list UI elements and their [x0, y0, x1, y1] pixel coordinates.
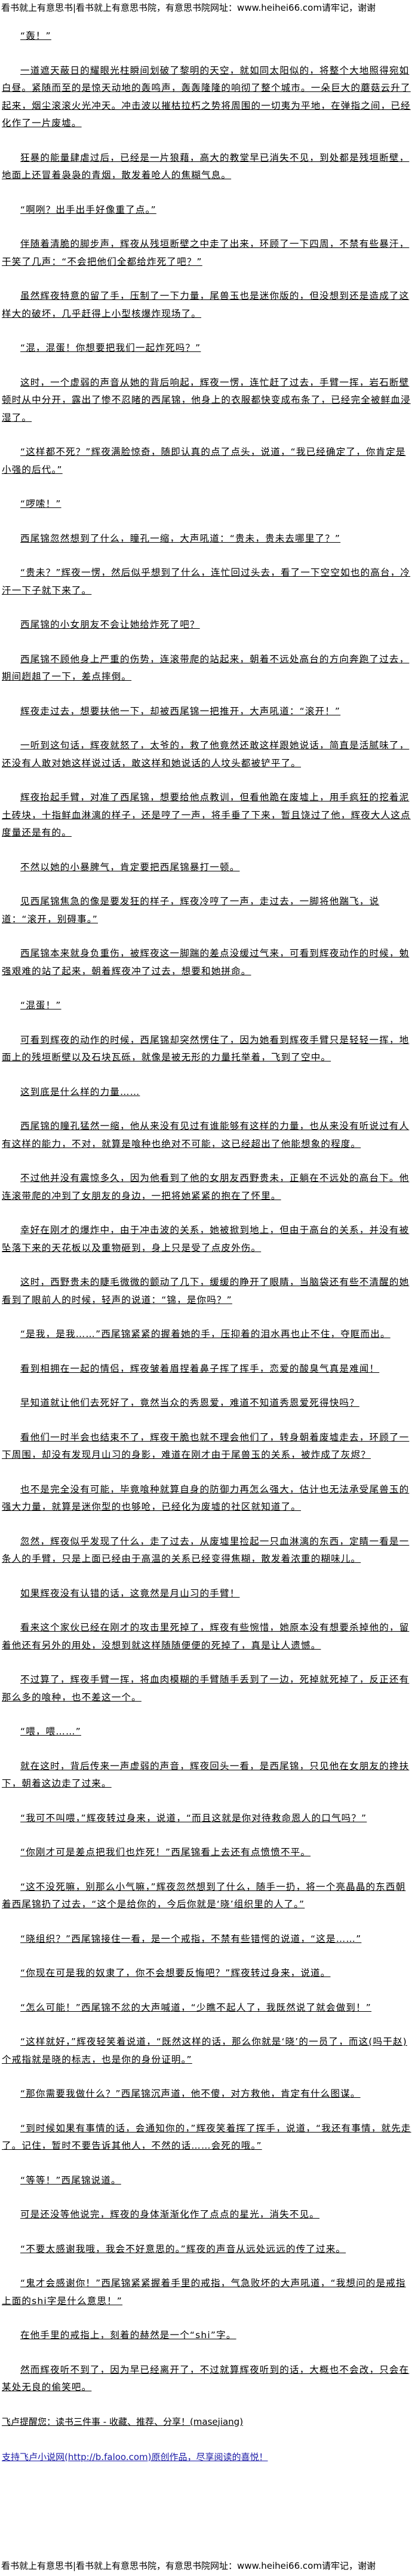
chapter-paragraph: “轰！”	[20, 30, 51, 41]
chapter-paragraph: “怎么可能！”西尾锦不忿的大声喊道，“少瞧不起人了，我既然说了就会做到！”	[20, 2002, 372, 2013]
chapter-paragraph: “啊咧？出手出手好像重了点。”	[20, 204, 156, 215]
chapter-paragraph: 这时，西野贵未的睫毛微微的颤动了几下，缓缓的睁开了眼睛，当脑袋还有些不清醒的她看…	[2, 1277, 410, 1305]
chapter-paragraph: 不过他并没有震惊多久，因为他看到了他的女朋友西野贵未，正躺在不远处的高台下。他连…	[2, 1173, 410, 1201]
chapter-paragraph: 西尾锦的小女朋友不会让她给炸死了吧？	[20, 619, 200, 630]
chapter-paragraph: 西尾锦不顾他身上严重的伤势，连滚带爬的站起来，朝着不远处高台的方向奔跑了过去，期…	[2, 653, 410, 683]
chapter-paragraph: “我可不叫喂，”辉夜转过身来，说道，“而且这就是你对待救命恩人的口气吗？”	[20, 1812, 367, 1824]
chapter-content: “轰！” 一道遮天蔽日的耀眼光柱瞬间划破了黎明的天空，就如同太阳似的，将整个大地照…	[0, 16, 418, 2397]
chapter-notes: 飞卢提醒您：读书三件事 - 收藏、推荐、分享！(masejiang) 支持飞卢小…	[0, 2413, 418, 2466]
chapter-paragraph: “这不没死嘛，别那么小气嘛，”辉夜忽然想到了什么，随手一扔，将一个亮晶晶的东西朝…	[2, 1881, 406, 1910]
chapter-paragraph: 看到相拥在一起的情侣，辉夜皱着眉捏着鼻子挥了挥手，恋爱的酸臭气真是难闻！	[20, 1363, 380, 1374]
chapter-paragraph: 这到底是什么样的力量……	[20, 1086, 140, 1097]
faloo-support-link[interactable]: 支持飞卢小说网(http://b.faloo.com)原创作品，尽享阅读的喜悦！	[2, 2451, 268, 2462]
chapter-paragraph: 西尾锦忽然想到了什么，瞳孔一缩，大声吼道：“贵未，贵未去哪里了？”	[20, 533, 341, 544]
chapter-paragraph: “那你需要我做什么？”西尾锦沉声道，他不傻，对方救他，肯定有什么图谋。	[20, 2088, 361, 2099]
reading-reminder: 飞卢提醒您：读书三件事 - 收藏、推荐、分享！(masejiang)	[2, 2416, 244, 2427]
site-banner: 看书就上有意思书|看书就上有意思书院，有意思书院网址：www.heihei66.…	[1, 2, 376, 13]
chapter-paragraph: 见西尾锦焦急的像是要发狂的样子，辉夜冷哼了一声，走过去，一脚将他踹飞，说道：“滚…	[2, 896, 380, 925]
chapter-paragraph: “混蛋！”	[20, 1000, 62, 1011]
chapter-paragraph: “不要太感谢我哦，我会不好意思的。”辉夜的声音从远处远远的传了过来。	[20, 2243, 346, 2254]
chapter-paragraph: 不过算了，辉夜手臂一挥，将血肉模糊的手臂随手丢到了一边，死掉就死掉了，反正还有那…	[2, 1674, 410, 1703]
chapter-paragraph: 看来这个家伙已经在刚才的攻击里死掉了，辉夜有些惋惜，她原本没有想要杀掉他的，留着…	[2, 1622, 410, 1651]
chapter-paragraph: 可是还没等他说完，辉夜的身体渐渐化作了点点的星光，消失不见。	[20, 2209, 320, 2220]
chapter-paragraph: 在他手里的戒指上，刻着的赫然是一个“shi”字。	[20, 2330, 236, 2341]
chapter-paragraph: “到时候如果有事情的话，会通知你的，”辉夜笑着挥了挥手，说道，“我还有事情，就先…	[2, 2122, 411, 2152]
chapter-paragraph: “你刚才可是差点把我们也炸死！”西尾锦看上去还有点愤愤不平。	[20, 1847, 311, 1858]
chapter-paragraph: 辉夜走过去，想要扶他一下，却被西尾锦一把推开，大声吼道：“滚开！”	[20, 705, 341, 717]
chapter-paragraph: 忽然，辉夜似乎发现了什么，走了过去，从废墟里捡起一只血淋漓的东西，定睛一看是一条…	[2, 1535, 410, 1565]
chapter-paragraph: “等等！”西尾锦说道。	[20, 2174, 121, 2186]
chapter-paragraph: “你现在可是我的奴隶了，你不会想要反悔吧？”辉夜转过身来，说道。	[20, 1968, 331, 1978]
chapter-paragraph: “贵未？”辉夜一愣，然后似乎想到了什么，连忙回过头去，看了一下空空如也的高台，冷…	[2, 567, 411, 596]
chapter-paragraph: 看他们一时半会也结束不了，辉夜干脆也就不理会他们了，转身朝着废墟走去，环顾了一下…	[2, 1431, 410, 1461]
chapter-paragraph: 辉夜抬起手臂，对准了西尾锦，想要给他点教训，但看他跪在废墟上，用手疯狂的挖着泥土…	[2, 792, 411, 838]
chapter-paragraph: 一道遮天蔽日的耀眼光柱瞬间划破了黎明的天空，就如同太阳似的，将整个大地照得宛如白…	[2, 65, 411, 129]
chapter-paragraph: “是我，是我……”西尾锦紧紧的握着她的手，压抑着的泪水再也止不住，夺眶而出。	[20, 1329, 391, 1339]
chapter-paragraph: 西尾锦的瞳孔猛然一缩，他从来没有见过有谁能够有这样的力量，也从来没有听说过有人有…	[2, 1121, 410, 1149]
chapter-paragraph: 可看到辉夜的动作的时候，西尾锦却突然愣住了，因为她看到辉夜手臂只是轻轻一挥，地面…	[2, 1034, 410, 1063]
chapter-paragraph: 也不是完全没有可能，毕竟喰种就算自身的防御力再怎么强大，估计也无法承受尾兽玉的强…	[2, 1483, 410, 1513]
chapter-paragraph: 就在这时，背后传来一声虚弱的声音，辉夜回头一看，是西尾锦，只见他在女朋友的搀扶下…	[2, 1760, 410, 1789]
chapter-paragraph: “喂，喂……”	[20, 1726, 81, 1737]
chapter-paragraph: 不然以她的小暴脾气，肯定要把西尾锦暴打一顿。	[20, 861, 240, 873]
chapter-paragraph: 狂暴的能量肆虐过后，已经是一片狼藉，高大的教堂早已消失不见，到处都是残垣断壁，地…	[2, 152, 410, 181]
chapter-paragraph: 一听到这句话，辉夜就怒了，太爷的，救了他竟然还敢这样跟她说话，简直是活腻味了，还…	[2, 740, 410, 769]
chapter-paragraph: “这样都不死？”辉夜满脸惊奇，随即认真的点了点头，说道，“我已经确定了，你肯定是…	[2, 446, 406, 475]
chapter-paragraph: 虽然辉夜特意的留了手，压制了一下力量，尾兽玉也是迷你版的，但没想到还是造成了这样…	[2, 290, 410, 319]
chapter-paragraph: 早知道就让他们去死好了，竟然当众的秀恩爱，难道不知道秀恩爱死得快吗？	[20, 1397, 359, 1408]
chapter-paragraph: “晓组织？”西尾锦接住一看，是一个戒指，不禁有些错愕的说道，“这是……”	[20, 1933, 362, 1944]
chapter-paragraph: 西尾锦本来就身负重伤，被辉夜这一脚踹的差点没缓过气来，可看到辉夜动作的时候，勉强…	[2, 948, 410, 977]
chapter-paragraph: “这样就好，”辉夜轻笑着说道，“既然这样的话，那么你就是‘晓’的一员了，而这(吗…	[2, 2036, 407, 2065]
chapter-paragraph: 然而辉夜听不到了，因为早已经离开了，不过就算辉夜听到的话，大概也不会改，只会在某…	[2, 2364, 410, 2393]
site-footer-banner: 看书就上有意思书|看书就上有意思书院，有意思书院网址：www.heihei66.…	[1, 2560, 376, 2571]
chapter-paragraph: 伴随着清脆的脚步声，辉夜从残垣断壁之中走了出来，环顾了一下四周，不禁有些暴汗，干…	[2, 238, 410, 267]
chapter-paragraph: 幸好在刚才的爆炸中，由于冲击波的关系，她被掀到地上，但由于高台的关系，并没有被坠…	[2, 1225, 410, 1253]
chapter-paragraph: “啰嗦！”	[20, 498, 62, 509]
chapter-paragraph: “混，混蛋！你想要把我们一起炸死吗？”	[20, 342, 201, 353]
chapter-paragraph: “鬼才会感谢你！”西尾锦紧紧握着手里的戒指，气急败坏的大声吼道，“我想问的是戒指…	[2, 2278, 406, 2306]
chapter-paragraph: 如果辉夜没有认错的话，这竟然是月山习的手臂！	[20, 1587, 240, 1599]
chapter-paragraph: 这时，一个虚弱的声音从她的背后响起，辉夜一愣，连忙赶了过去，手臂一挥，岩石断壁顿…	[2, 377, 411, 423]
